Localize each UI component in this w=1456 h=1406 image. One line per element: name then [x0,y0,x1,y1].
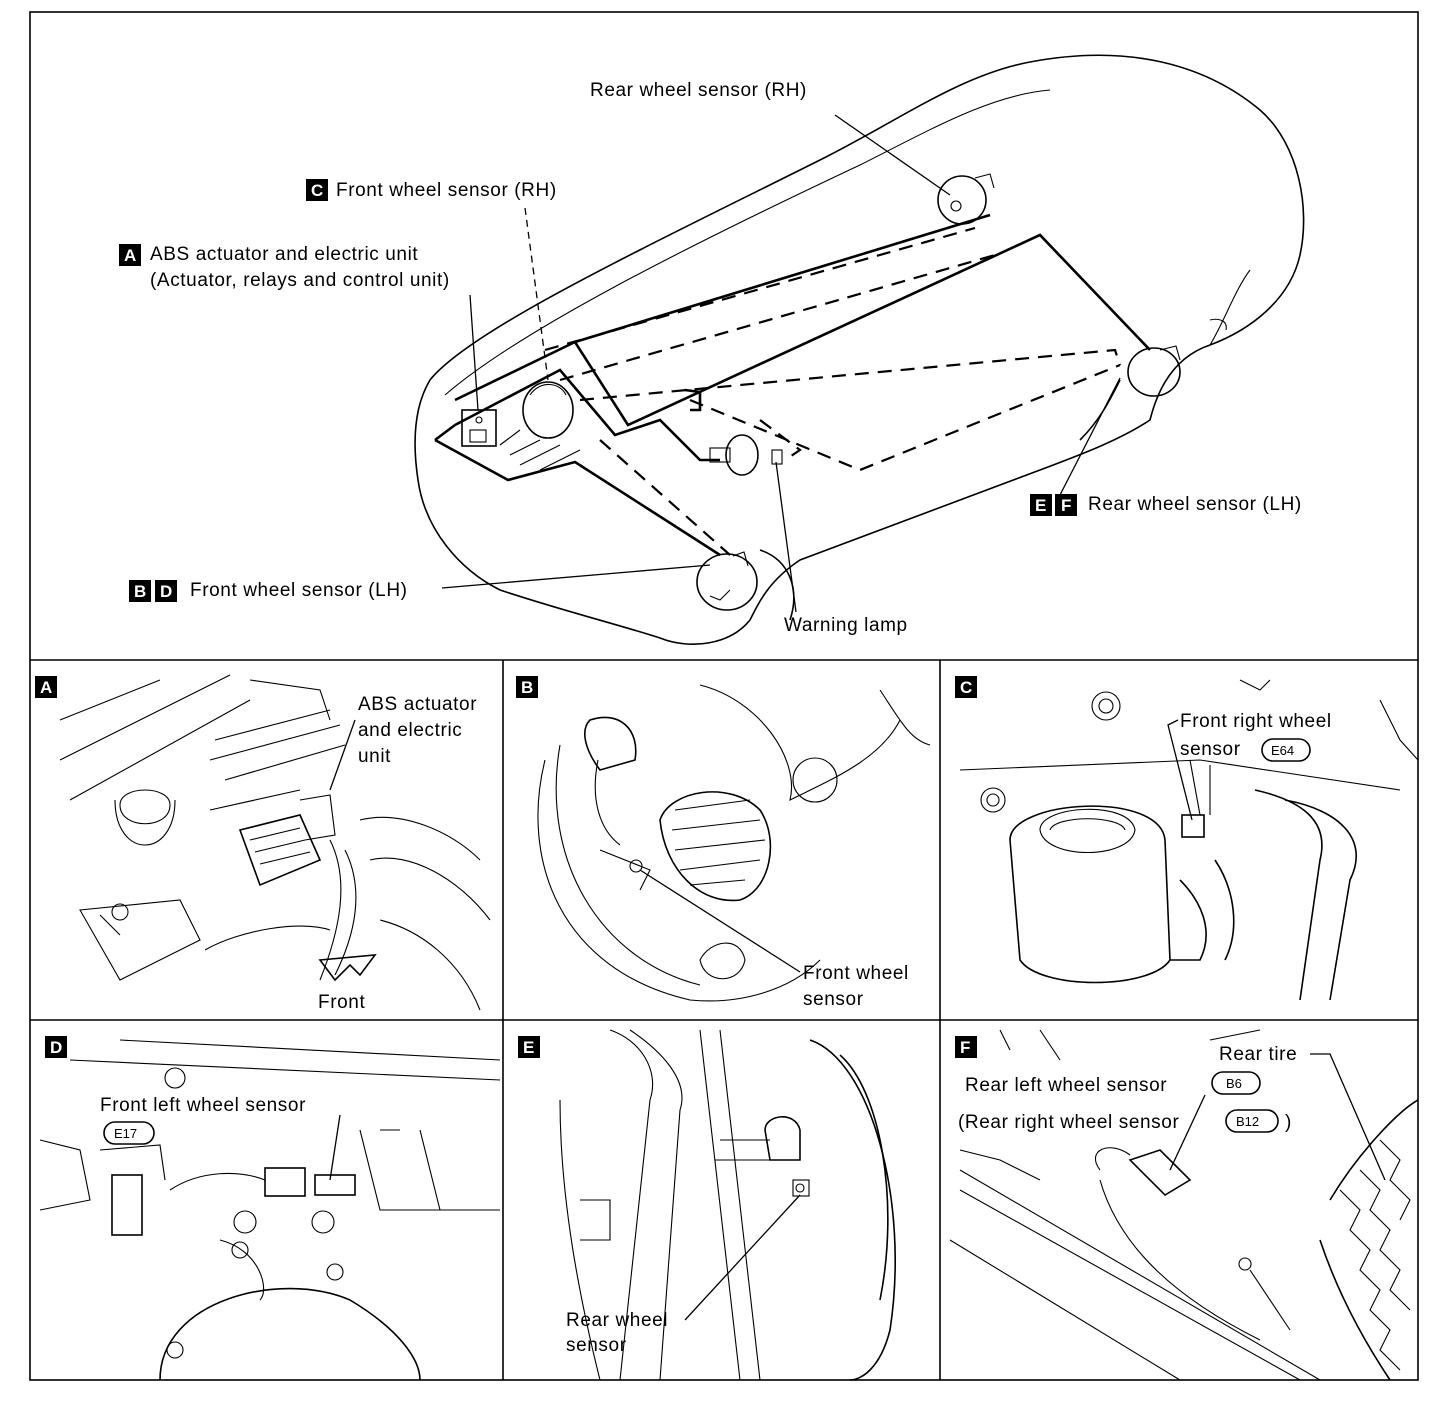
svg-text:E: E [1035,496,1046,515]
warning-lamp-drawing [709,434,783,476]
panel-e-label-2: sensor [566,1335,627,1356]
label-warning-lamp: Warning lamp [784,615,908,636]
badge-ef-rear-lh: E F [1030,494,1077,516]
svg-text:D: D [160,582,172,601]
panel-b-label-2: sensor [803,989,864,1010]
panel-f-label-rear-right: (Rear right wheel sensor [958,1112,1179,1133]
panel-f-connector-b12: B12 [1236,1114,1259,1129]
panel-f-label-rear-left: Rear left wheel sensor [965,1075,1167,1096]
panel-c-connector-e64: E64 [1271,743,1294,758]
panel-c: C Front right wheel sensor E64 [955,676,1419,1001]
front-left-wheel-sensor-drawing [696,549,795,621]
wiring-harness-dashed [544,226,1122,556]
label-abs-actuator: ABS actuator and electric unit [150,244,418,265]
badge-bd-front-lh: B D [129,580,177,602]
badge-c-front-rh: C [306,179,328,201]
label-rear-wheel-sensor-lh: Rear wheel sensor (LH) [1088,494,1302,515]
badge-a-abs: A [119,244,141,266]
label-rear-wheel-sensor-rh: Rear wheel sensor (RH) [590,80,807,101]
panel-f-letter: F [960,1038,970,1057]
diagram-frame [29,11,1419,1381]
panel-e: E Rear wheel sensor [518,1029,896,1381]
panel-d-label-1: Front left wheel sensor [100,1095,306,1116]
svg-text:F: F [1061,496,1071,515]
panel-d-letter: D [50,1038,62,1057]
car-body-outline [414,54,1305,646]
panel-a-label-abs-1: ABS actuator [358,694,477,715]
leader-lines [441,114,1121,613]
panel-e-label-1: Rear wheel [566,1310,668,1331]
panel-c-label-1: Front right wheel [1180,711,1332,732]
panel-f: F Rear tire Rear left wheel sensor B6 (R… [949,1029,1419,1381]
panel-d: D Front left wheel sensor E17 [39,1036,501,1381]
svg-text:C: C [311,181,323,200]
panel-e-letter: E [523,1038,534,1057]
panel-a-label-abs-2: and electric [358,720,462,741]
svg-text:B: B [134,582,146,601]
label-front-wheel-sensor-lh: Front wheel sensor (LH) [190,580,408,601]
panel-f-label-rear-tire: Rear tire [1219,1044,1297,1065]
panel-a-letter: A [40,678,52,697]
panel-a: A ABS actuator and electric unit Front [35,674,491,1013]
panel-b-letter: B [521,678,533,697]
panel-f-label-close-paren: ) [1285,1112,1292,1133]
front-right-wheel-sensor-drawing [499,381,581,471]
panel-c-label-2: sensor [1180,739,1241,760]
abs-actuator-drawing [461,409,497,447]
panel-f-connector-b6: B6 [1226,1076,1242,1091]
label-abs-actuator-sub: (Actuator, relays and control unit) [150,270,450,291]
panel-c-letter: C [960,678,972,697]
panel-b: B Front wheel sensor [516,676,931,1010]
panel-a-label-abs-3: unit [358,746,391,767]
panel-b-label-1: Front wheel [803,963,909,984]
panel-d-connector-e17: E17 [114,1126,137,1141]
svg-text:A: A [124,246,136,265]
panel-a-label-front: Front [318,992,365,1013]
label-front-wheel-sensor-rh: Front wheel sensor (RH) [336,180,557,201]
